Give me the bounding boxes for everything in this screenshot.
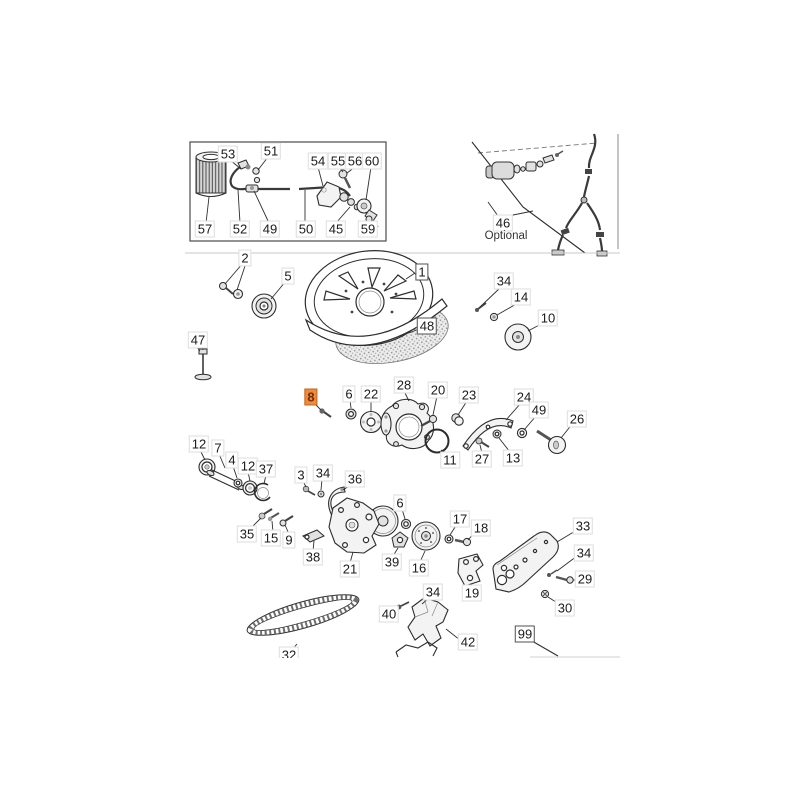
part-label-36: 36	[344, 470, 366, 488]
leader-lines	[194, 156, 578, 651]
part-label-34: 34	[422, 583, 444, 601]
part-label-33: 33	[572, 517, 594, 535]
part-label-99: 99	[514, 625, 536, 643]
part-label-59: 59	[357, 220, 379, 238]
part-label-47: 47	[187, 331, 209, 349]
part-label-52: 52	[229, 220, 251, 238]
air-filter-drawing	[195, 151, 227, 198]
part-label-34: 34	[312, 464, 334, 482]
part-label-51: 51	[260, 142, 282, 160]
part-label-30: 30	[554, 599, 576, 617]
part-label-60: 60	[361, 152, 383, 170]
part-label-49: 49	[259, 220, 281, 238]
part-label-6: 6	[342, 385, 356, 403]
part-label-22: 22	[360, 385, 382, 403]
pulley-drawing	[411, 521, 484, 587]
part-label-10: 10	[537, 309, 559, 327]
part-label-5: 5	[281, 267, 295, 285]
part-label-45: 45	[325, 220, 347, 238]
part-label-18: 18	[470, 519, 492, 537]
bottom-crop-mask	[0, 658, 800, 800]
part-label-37: 37	[255, 460, 277, 478]
part-label-23: 23	[458, 386, 480, 404]
part-label-50: 50	[295, 220, 317, 238]
part-label-27: 27	[471, 450, 493, 468]
part-label-15: 15	[260, 529, 282, 547]
guard-mount-parts-drawing	[194, 282, 532, 381]
part-label-34: 34	[573, 544, 595, 562]
part-label-40: 40	[378, 605, 400, 623]
part-label-14: 14	[510, 288, 532, 306]
bearing-housing-drawing	[319, 398, 567, 455]
part-label-49: 49	[528, 401, 550, 419]
part-label-11: 11	[440, 451, 460, 469]
clutch-bracket-drawing	[328, 497, 412, 554]
optional-caption: Optional	[484, 230, 528, 242]
part-label-54: 54	[307, 152, 329, 170]
part-label-42: 42	[457, 633, 479, 651]
part-label-29: 29	[574, 570, 596, 588]
cover-plate-drawing	[492, 531, 574, 599]
part-label-1: 1	[415, 263, 429, 281]
part-label-7: 7	[211, 439, 225, 457]
fuel-system-box	[189, 141, 387, 242]
chain-drawing	[246, 594, 360, 636]
part-label-12: 12	[237, 457, 259, 475]
part-label-2: 2	[238, 249, 252, 267]
part-label-55: 55	[327, 152, 349, 170]
part-label-48: 48	[416, 317, 438, 335]
part-label-12: 12	[188, 435, 210, 453]
fuel-line-drawing	[229, 159, 379, 228]
part-label-20: 20	[427, 381, 449, 399]
part-label-8: 8	[304, 388, 318, 406]
part-label-21: 21	[339, 560, 361, 578]
part-label-35: 35	[236, 525, 258, 543]
part-label-17: 17	[449, 510, 471, 528]
part-label-28: 28	[393, 376, 415, 394]
part-label-46: 46	[492, 214, 514, 232]
part-label-6: 6	[393, 494, 407, 512]
part-label-9: 9	[282, 531, 296, 549]
part-label-53: 53	[217, 145, 239, 163]
blade-guard-drawing	[304, 250, 448, 346]
part-label-26: 26	[566, 410, 588, 428]
optional-section-drawing	[471, 133, 619, 257]
part-label-3: 3	[294, 466, 308, 484]
part-label-39: 39	[381, 553, 403, 571]
optional-filter-drawing	[485, 150, 564, 180]
part-label-16: 16	[408, 559, 430, 577]
part-label-38: 38	[302, 548, 324, 566]
part-label-57: 57	[194, 220, 216, 238]
part-label-13: 13	[502, 449, 524, 467]
part-label-34: 34	[493, 272, 515, 290]
part-label-24: 24	[513, 388, 535, 406]
part-label-4: 4	[225, 451, 239, 469]
part-label-19: 19	[461, 584, 483, 602]
bottom-edge-lines	[530, 640, 620, 658]
